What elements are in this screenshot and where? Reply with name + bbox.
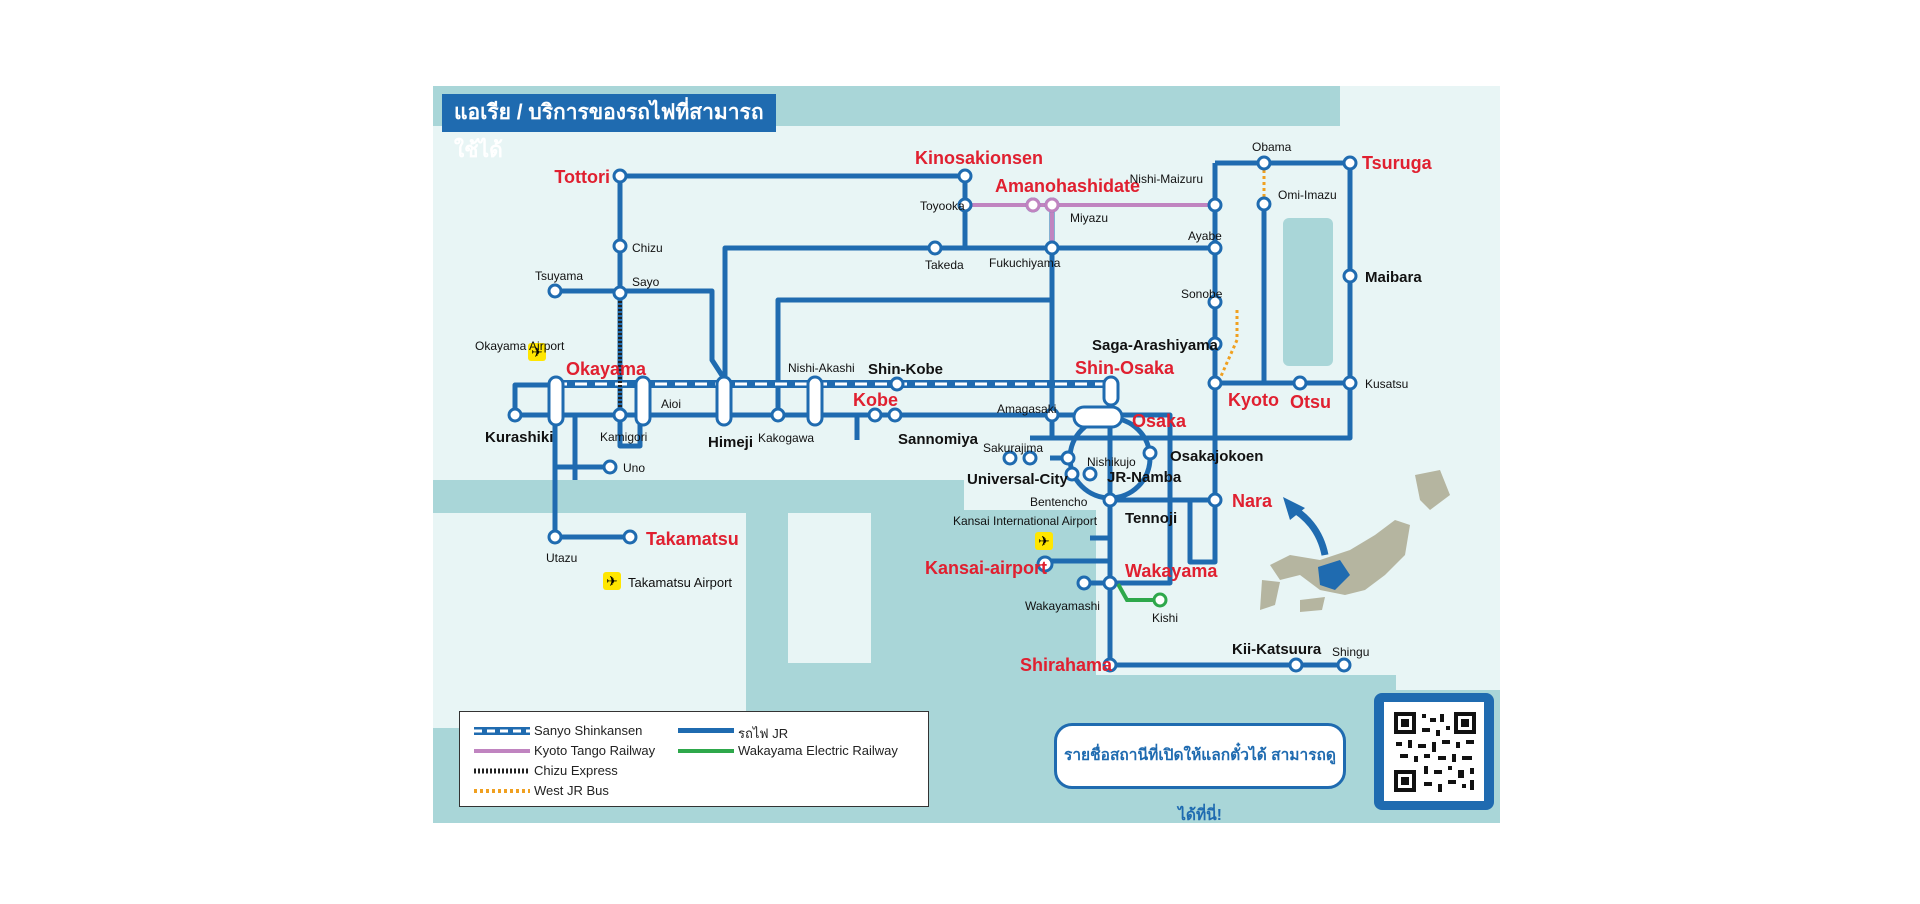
label-nara: Nara [1232, 491, 1273, 511]
legend-wakayama-swatch [678, 749, 734, 753]
takamatsu-airport-icon: ✈ [603, 572, 621, 590]
label-kamigori: Kamigori [600, 430, 647, 444]
label-shin-osaka: Shin-Osaka [1075, 358, 1175, 378]
label-jr-namba: JR-Namba [1107, 469, 1182, 486]
japan-inset-highlight [1318, 560, 1350, 590]
legend-label: Wakayama Electric Railway [738, 743, 898, 758]
legend-label: รถไฟ JR [738, 726, 789, 741]
map-legend: Sanyo Shinkansen Kyoto Tango Railway Chi… [459, 711, 929, 807]
label-universal-city: Universal-City [967, 471, 1069, 488]
label-fukuchiyama: Fukuchiyama [989, 256, 1061, 270]
label-takamatsu: Takamatsu [646, 529, 739, 549]
qr-callout-bubble: รายชื่อสถานีที่เปิดให้แลกตั๋วได้ สามารถด… [1054, 723, 1346, 824]
label-miyazu: Miyazu [1070, 211, 1108, 225]
legend-label: Sanyo Shinkansen [534, 723, 643, 738]
label-okayama-airport: Okayama Airport [475, 339, 565, 353]
label-amagasaki: Amagasaki [997, 402, 1056, 416]
label-kusatsu: Kusatsu [1365, 377, 1408, 391]
inset-arrow-head-icon [1283, 497, 1305, 520]
label-kishi: Kishi [1152, 611, 1178, 625]
label-shirahama: Shirahama [1020, 655, 1113, 675]
label-uno: Uno [623, 461, 645, 475]
label-toyooka: Toyooka [920, 199, 965, 213]
label-wakayamashi: Wakayamashi [1025, 599, 1100, 613]
label-amanohashidate: Amanohashidate [995, 176, 1140, 196]
legend-chizu-swatch [474, 768, 530, 774]
tango-station-circles [1025, 197, 1060, 213]
okayama-airport-icon: ✈ [528, 343, 546, 361]
label-sakurajima: Sakurajima [983, 441, 1043, 455]
label-kansai-international-airport: Kansai International Airport [953, 514, 1098, 528]
qr-code-frame[interactable] [1374, 693, 1494, 810]
label-kansai-airport: Kansai-airport [925, 558, 1047, 578]
label-nishi-maizuru: Nishi-Maizuru [1130, 172, 1203, 186]
label-obama: Obama [1252, 140, 1292, 154]
label-tsuyama: Tsuyama [535, 269, 583, 283]
label-himeji: Himeji [708, 434, 753, 451]
label-kakogawa: Kakogawa [758, 431, 814, 445]
label-otsu: Otsu [1290, 392, 1331, 412]
label-kinosakionsen: Kinosakionsen [915, 148, 1043, 168]
legend-jr-swatch [678, 728, 734, 733]
label-saga-arashiyama: Saga-Arashiyama [1092, 337, 1219, 354]
label-nishi-akashi: Nishi-Akashi [788, 361, 855, 375]
label-utazu: Utazu [546, 551, 577, 565]
label-tennoji: Tennoji [1125, 510, 1177, 527]
kishi-station-circle [1152, 592, 1168, 608]
svg-text:✈: ✈ [531, 345, 543, 361]
label-shingu: Shingu [1332, 645, 1369, 659]
label-kobe: Kobe [853, 390, 898, 410]
legend-tango-swatch [474, 749, 530, 753]
wakayama-electric-line [1116, 583, 1160, 602]
label-maibara: Maibara [1365, 269, 1422, 286]
label-kurashiki: Kurashiki [485, 429, 553, 446]
label-takeda: Takeda [925, 258, 964, 272]
label-osakajokoen: Osakajokoen [1170, 448, 1263, 465]
label-omi-imazu: Omi-Imazu [1278, 188, 1337, 202]
kansai-airport-icon: ✈ [1035, 532, 1053, 550]
svg-text:✈: ✈ [606, 574, 618, 590]
station-circles [507, 155, 1358, 673]
label-nishikujo: Nishikujo [1087, 455, 1136, 469]
label-sannomiya: Sannomiya [898, 431, 979, 448]
legend-label: Chizu Express [534, 763, 618, 778]
label-sayo: Sayo [632, 275, 660, 289]
label-wakayama: Wakayama [1125, 561, 1218, 581]
label-bentencho: Bentencho [1030, 495, 1088, 509]
label-osaka: Osaka [1132, 411, 1187, 431]
label-tsuruga: Tsuruga [1362, 153, 1433, 173]
label-kii-katsuura: Kii-Katsuura [1232, 641, 1322, 658]
page-title: แอเรีย / บริการของรถไฟที่สามารถใช้ได้ [442, 94, 776, 162]
label-sonobe: Sonobe [1181, 287, 1223, 301]
label-aioi: Aioi [661, 397, 681, 411]
legend-bus-swatch [474, 789, 530, 793]
label-shin-kobe: Shin-Kobe [868, 361, 943, 378]
legend-label: Kyoto Tango Railway [534, 743, 656, 758]
legend-shinkansen-swatch [474, 727, 530, 735]
qr-code-background [1384, 702, 1484, 801]
label-tottori: Tottori [554, 167, 610, 187]
label-kyoto: Kyoto [1228, 390, 1279, 410]
label-okayama: Okayama [566, 359, 647, 379]
label-chizu: Chizu [632, 241, 663, 255]
label-ayabe: Ayabe [1188, 229, 1222, 243]
svg-text:✈: ✈ [1038, 534, 1050, 550]
west-jr-bus-line [1216, 164, 1266, 384]
shinkansen-stations [547, 375, 1124, 429]
legend-label: West JR Bus [534, 783, 609, 798]
station-labels: Tottori Chizu Sayo Tsuyama Okayama Airpo… [475, 140, 1433, 675]
japan-inset-map [1260, 470, 1450, 612]
lake-biwa [1283, 218, 1333, 366]
label-takamatsu-airport: Takamatsu Airport [628, 575, 732, 590]
